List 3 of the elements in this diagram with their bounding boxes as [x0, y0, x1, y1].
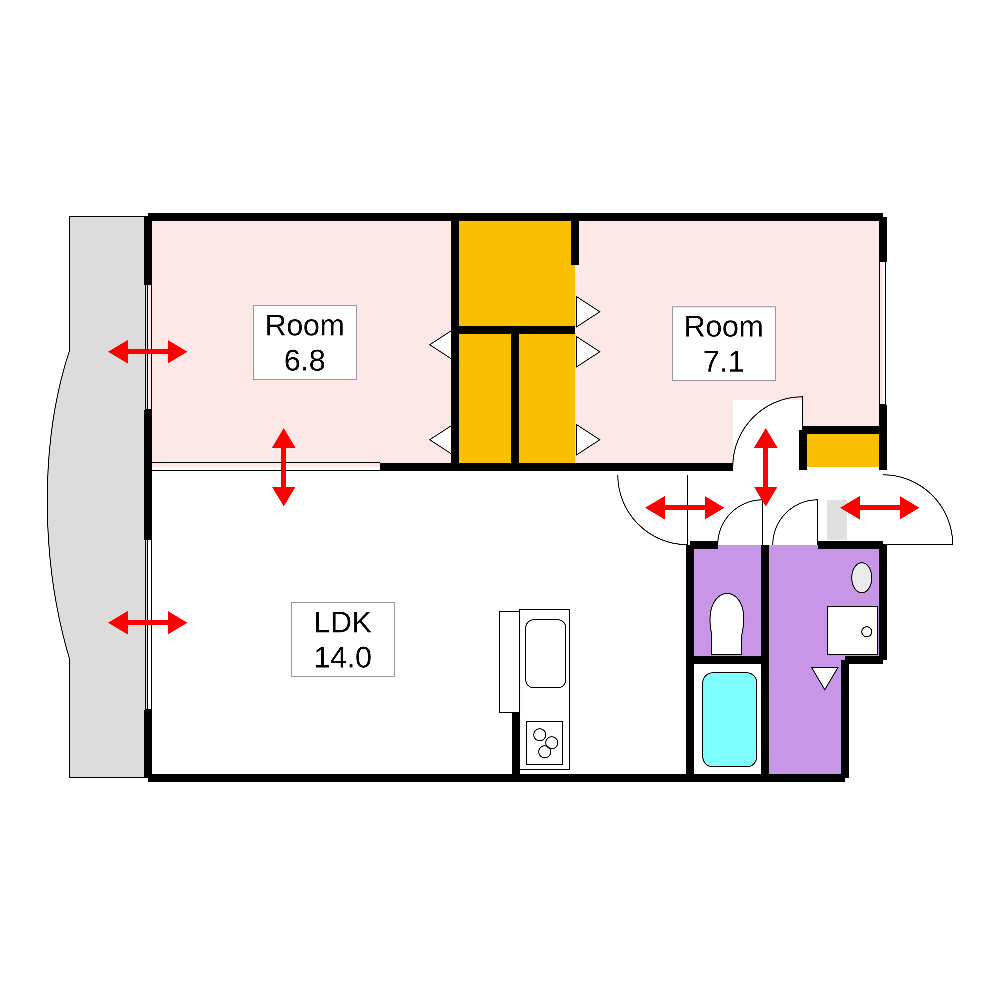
room-label: LDK 14.0 — [291, 602, 395, 678]
room-label: Room 6.8 — [253, 306, 357, 380]
room-label: Room 7.1 — [672, 306, 776, 382]
